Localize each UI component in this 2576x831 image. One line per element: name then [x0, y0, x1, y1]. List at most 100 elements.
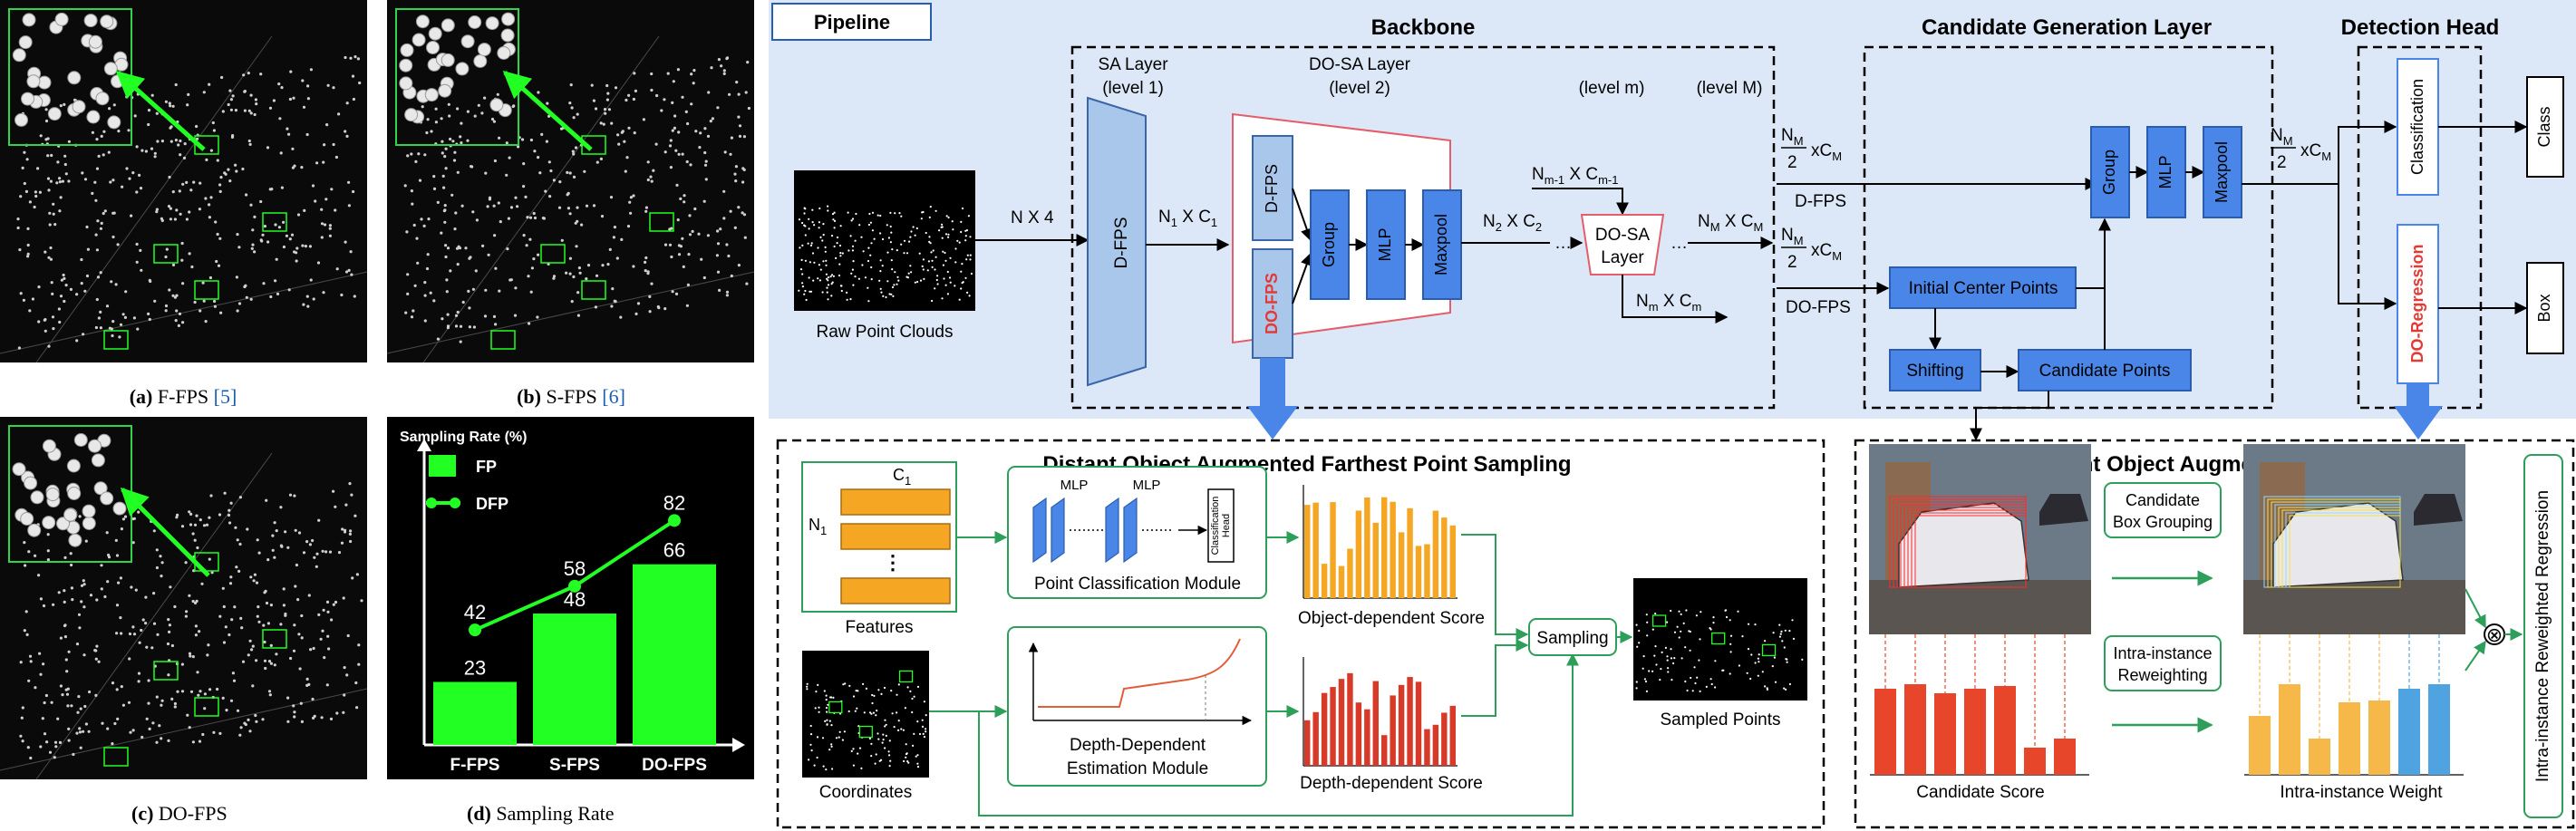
cloud-point — [240, 626, 244, 630]
cloud-point — [941, 297, 944, 300]
cloud-point — [1780, 630, 1783, 633]
cloud-point — [296, 213, 301, 217]
weighted-boxes — [2263, 496, 2401, 588]
cloud-point — [59, 104, 63, 108]
cloud-point — [19, 195, 23, 198]
zoomed-point — [441, 53, 455, 67]
cloud-point — [241, 660, 246, 663]
cloud-point — [188, 652, 192, 655]
frac-head-num: NM — [2271, 126, 2293, 148]
cloud-point — [132, 316, 136, 320]
cloud-point — [328, 550, 333, 554]
cloud-point — [621, 130, 625, 133]
cloud-point — [925, 730, 927, 733]
cloud-point — [218, 237, 222, 240]
cloud-point — [53, 223, 57, 227]
cloud-point — [1635, 687, 1638, 690]
cloud-point — [1764, 685, 1767, 688]
cloud-point — [79, 707, 82, 710]
cloud-point — [1729, 634, 1733, 637]
cloud-point — [679, 197, 683, 200]
cloud-point — [960, 287, 963, 290]
cloud-point — [879, 214, 882, 217]
cloud-point — [64, 688, 68, 691]
cloud-point — [272, 99, 276, 102]
cloud-point — [1783, 687, 1786, 690]
cloud-point — [191, 599, 195, 604]
cloud-point — [921, 725, 925, 729]
cloud-point — [280, 86, 284, 90]
cloud-point — [878, 279, 881, 282]
dofps-down-arrow — [1247, 358, 1298, 440]
cloud-point — [703, 127, 707, 130]
cloud-point — [690, 102, 693, 106]
line-value-label: 58 — [564, 557, 586, 580]
cloud-point — [1714, 686, 1717, 689]
cloud-point — [808, 227, 810, 230]
cloud-point — [830, 745, 833, 749]
weight-bar — [2368, 701, 2390, 775]
cloud-point — [140, 268, 143, 272]
cloud-point — [191, 532, 195, 536]
cloud-point — [1712, 616, 1715, 619]
cloud-point — [464, 246, 468, 250]
cloud-point — [188, 252, 191, 256]
line-value-label: 82 — [663, 491, 685, 514]
cloud-point — [135, 260, 139, 264]
cloud-point — [66, 704, 70, 708]
cloud-point — [931, 259, 934, 262]
cloud-point — [352, 189, 355, 194]
cloud-point — [255, 720, 258, 723]
cloud-point — [827, 279, 829, 282]
cloud-point — [75, 293, 79, 296]
cloud-point — [48, 750, 53, 754]
cloud-point — [196, 671, 199, 674]
cloud-point — [75, 731, 79, 735]
scene-image-c — [0, 417, 367, 779]
cloud-point — [87, 730, 91, 733]
cloud-point — [830, 743, 833, 746]
cloud-point — [253, 573, 257, 576]
cloud-point — [650, 179, 654, 183]
cloud-point — [942, 264, 944, 266]
cloud-point — [697, 232, 701, 236]
cloud-point — [480, 111, 484, 115]
cloud-point — [839, 285, 843, 287]
cloud-point — [529, 290, 533, 294]
cloud-point — [886, 224, 888, 227]
cloud-point — [155, 565, 159, 570]
cloud-point — [1750, 653, 1753, 656]
cloud-point — [468, 256, 471, 260]
cloud-point — [925, 714, 927, 717]
cloud-point — [905, 756, 907, 759]
cloud-point — [737, 264, 741, 267]
cloud-point — [970, 272, 973, 275]
cloud-point — [844, 682, 847, 685]
cloud-point — [884, 719, 886, 721]
cloud-point — [931, 299, 934, 303]
cloud-point — [512, 104, 516, 108]
cloud-point — [613, 299, 616, 303]
cloud-point — [254, 713, 257, 718]
pcm-layer — [1032, 497, 1047, 564]
cloud-point — [626, 225, 631, 228]
cloud-point — [173, 604, 177, 609]
chart-bar-f-fps — [433, 681, 517, 745]
cloud-point — [298, 667, 302, 671]
cloud-point — [804, 208, 807, 210]
cloud-point — [50, 281, 53, 285]
cloud-point — [576, 219, 579, 223]
cloud-point — [167, 618, 170, 622]
cloud-point — [884, 725, 886, 728]
cloud-point — [716, 242, 721, 246]
cloud-point — [827, 209, 829, 212]
cloud-point — [730, 274, 733, 278]
cloud-point — [429, 291, 432, 295]
cloud-point — [454, 211, 458, 215]
depth-score-histogram — [1303, 657, 1457, 767]
iirr-label: Intra-instance Reweighted Regression — [2533, 490, 2552, 782]
cloud-point — [905, 743, 907, 746]
cloud-point — [144, 150, 148, 153]
cloud-point — [816, 756, 818, 759]
cloud-point — [42, 662, 45, 666]
